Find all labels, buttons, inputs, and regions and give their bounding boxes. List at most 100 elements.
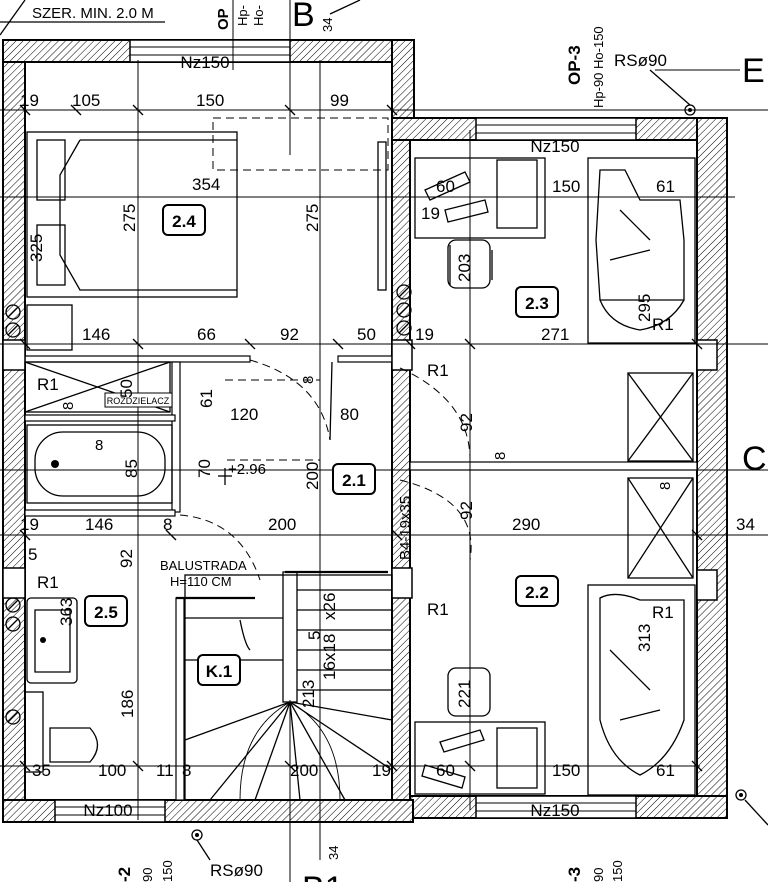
- grid-c-label: C: [742, 440, 767, 478]
- window-top-right: [475, 117, 637, 141]
- bathtub: [26, 424, 173, 504]
- balustrada-height: H=110 CM: [170, 574, 232, 589]
- section-op3-top: OP-3: [565, 45, 584, 85]
- chair-room-2-3: [447, 239, 493, 289]
- room-tag-2-1: 2.1: [332, 463, 376, 495]
- dimension-ticks: [19, 104, 703, 772]
- svg-text:105: 105: [72, 91, 100, 110]
- level-label: +2.96: [228, 461, 266, 478]
- svg-text:146: 146: [85, 515, 113, 534]
- svg-text:100: 100: [98, 761, 126, 780]
- svg-text:61: 61: [656, 177, 675, 196]
- svg-text:66: 66: [197, 325, 216, 344]
- svg-text:295: 295: [635, 294, 654, 322]
- dim-34-top: 34: [320, 18, 335, 32]
- svg-text:213: 213: [299, 680, 318, 708]
- svg-text:8: 8: [657, 482, 674, 490]
- svg-text:221: 221: [455, 680, 474, 708]
- svg-text:92: 92: [457, 501, 476, 520]
- desk-room-2-3: [414, 157, 546, 239]
- svg-text:19: 19: [20, 515, 39, 534]
- svg-text:19: 19: [415, 325, 434, 344]
- wardrobe-room-2-2: [627, 477, 694, 579]
- window-label-bottom-left: Nz100: [83, 801, 132, 820]
- bed-room-2-3: [587, 157, 696, 344]
- section-op2-bottom: -2: [115, 867, 134, 882]
- svg-text:SZER. MIN. 2.0 M: SZER. MIN. 2.0 M: [32, 5, 154, 22]
- svg-text:325: 325: [27, 234, 46, 262]
- svg-text:ROZDZIELACZ: ROZDZIELACZ: [107, 396, 170, 406]
- rs-top-label: RSø90: [614, 51, 667, 70]
- svg-text:290: 290: [512, 515, 540, 534]
- svg-text:61: 61: [656, 761, 675, 780]
- svg-text:120: 120: [230, 405, 258, 424]
- wardrobe-2-4: [377, 141, 387, 291]
- balustrada-label: BALUSTRADA: [160, 558, 247, 573]
- svg-text:19: 19: [372, 761, 391, 780]
- vent-shafts: [5, 284, 412, 725]
- svg-text:92: 92: [457, 413, 476, 432]
- svg-text:80: 80: [340, 405, 359, 424]
- bed-room-2-4: [26, 131, 238, 298]
- grid-b1-bottom: B1: [302, 870, 344, 882]
- svg-text:K.1: K.1: [206, 662, 232, 681]
- svg-text:19: 19: [421, 204, 440, 223]
- svg-text:8: 8: [492, 452, 509, 460]
- svg-text:8: 8: [182, 761, 191, 780]
- ho-150-bottom: 150: [160, 860, 175, 882]
- svg-text:275: 275: [120, 204, 139, 232]
- svg-text:354: 354: [192, 175, 220, 194]
- hp-90-bottom: 90: [140, 868, 155, 882]
- svg-text:200: 200: [268, 515, 296, 534]
- dimensions: 19 105 150 99 354 275 275 325 146 66 92 …: [20, 91, 755, 780]
- beam-label: B4-19x35: [397, 496, 414, 560]
- svg-text:8: 8: [300, 376, 317, 384]
- svg-text:146: 146: [82, 325, 110, 344]
- svg-text:2.4: 2.4: [172, 212, 196, 231]
- room-tag-2-5: 2.5: [84, 595, 128, 627]
- section-op3-bottom: -3: [565, 867, 584, 882]
- svg-text:8: 8: [60, 402, 77, 410]
- rs-top-marker: [649, 69, 696, 116]
- hp-label-left: Hp-: [235, 5, 250, 26]
- sink: [26, 597, 78, 684]
- hp-ho-top: Hp-90 Ho-150: [591, 26, 606, 108]
- level-marker: [218, 468, 232, 485]
- wardrobe-room-2-3: [627, 372, 694, 462]
- rs-bottom-marker: [191, 829, 211, 861]
- svg-text:186: 186: [118, 690, 137, 718]
- svg-text:2.1: 2.1: [342, 471, 366, 490]
- rs-bottom-right-marker: [735, 789, 768, 826]
- bed-room-2-2: [587, 584, 696, 796]
- svg-text:92: 92: [280, 325, 299, 344]
- interior-walls: [2, 339, 718, 801]
- svg-text:34: 34: [736, 515, 755, 534]
- window-label-top-left: Nz150: [180, 53, 229, 72]
- r1-label-mid-bottom: R1: [427, 600, 449, 619]
- svg-text:200: 200: [290, 761, 318, 780]
- exterior-walls: [2, 39, 728, 823]
- stairs-label-a: 16x18: [320, 634, 339, 680]
- svg-text:363: 363: [57, 598, 76, 626]
- svg-text:150: 150: [196, 91, 224, 110]
- svg-text:11: 11: [156, 761, 174, 780]
- svg-text:50: 50: [357, 325, 376, 344]
- window-label-top-right: Nz150: [530, 137, 579, 156]
- svg-text:60: 60: [436, 761, 455, 780]
- svg-text:35: 35: [32, 761, 51, 780]
- toilet: [24, 691, 99, 773]
- dashed-outline-2-4: [212, 117, 389, 171]
- svg-text:2.2: 2.2: [525, 583, 549, 602]
- room-tag-2-4: 2.4: [162, 204, 206, 236]
- svg-text:99: 99: [330, 91, 349, 110]
- room-tag-2-2: 2.2: [515, 575, 559, 607]
- svg-text:150: 150: [552, 177, 580, 196]
- svg-text:92: 92: [117, 549, 136, 568]
- room-tag-2-3: 2.3: [515, 286, 559, 318]
- svg-text:313: 313: [635, 624, 654, 652]
- svg-text:200: 200: [303, 462, 322, 490]
- svg-text:85: 85: [122, 459, 141, 478]
- svg-text:2.3: 2.3: [525, 294, 549, 313]
- r1-label-left-top: R1: [37, 375, 59, 394]
